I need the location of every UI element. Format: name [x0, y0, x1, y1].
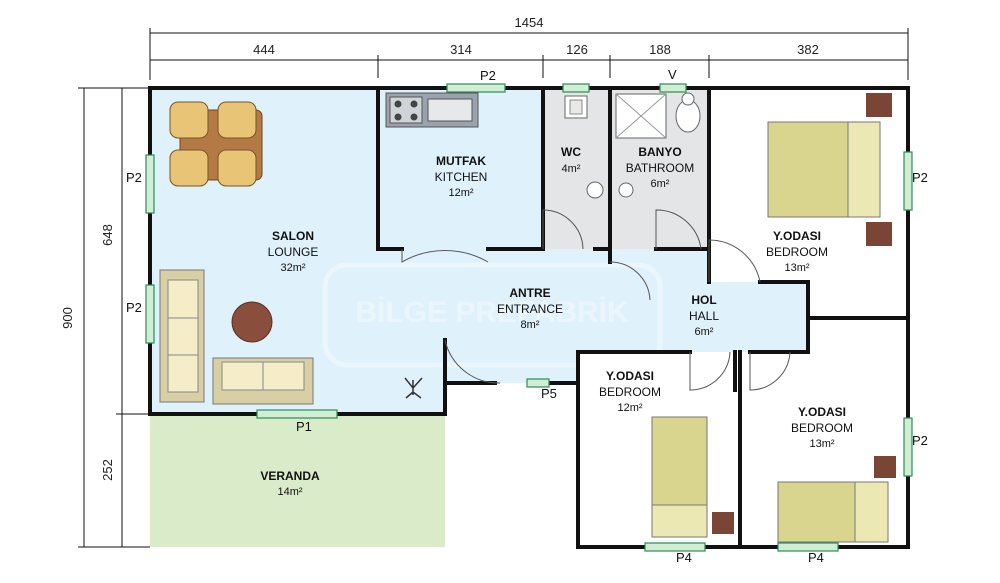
window-p2-kitchen	[446, 83, 506, 93]
door-bedroom3	[749, 351, 791, 391]
toilet-icon	[564, 95, 604, 199]
dim-total-width: 1454	[515, 15, 544, 30]
windows	[145, 83, 913, 552]
opening-labels: P2 V P2 P2 P1 P5 P2 P2 P4 P4	[126, 67, 928, 565]
hall-fill	[610, 249, 808, 352]
wc-name: WC	[561, 145, 581, 159]
door-bedroom1	[708, 239, 761, 283]
veranda-area: 14m²	[277, 486, 302, 498]
label-p5: P5	[541, 386, 557, 401]
entrance-area: 8m²	[521, 319, 540, 331]
window-wc	[562, 83, 590, 93]
hall-area: 6m²	[695, 326, 714, 338]
bathroom-area: 6m²	[651, 178, 670, 190]
window-p2-salon-mid	[145, 284, 155, 344]
label-p2-salon-top: P2	[126, 170, 142, 185]
bathroom-name: BANYO	[638, 145, 681, 159]
dim-segment-4: 188	[649, 42, 671, 57]
dim-total-height: 900	[60, 307, 75, 329]
label-p2-bed1: P2	[912, 170, 928, 185]
bedroom1-sub: BEDROOM	[766, 245, 828, 259]
dining-table-icon	[169, 101, 263, 187]
bedroom3-area: 13m²	[809, 438, 834, 450]
door-kitchen	[401, 249, 489, 263]
single-bed-icon	[651, 416, 734, 538]
entrance-name: ANTRE	[509, 286, 550, 300]
door-wc	[542, 209, 584, 250]
room-labels: SALON LOUNGE 32m² MUTFAK KITCHEN 12m² WC…	[260, 145, 853, 498]
door-hall-1	[609, 261, 651, 301]
furniture	[159, 92, 896, 543]
window-p4-bed3	[777, 542, 839, 552]
kitchen-name: MUTFAK	[436, 154, 486, 168]
bath-toilet-icon	[618, 92, 701, 198]
veranda-fill	[150, 414, 445, 547]
bedroom3-sub: BEDROOM	[791, 421, 853, 435]
entrance-sub: ENTRANCE	[497, 302, 563, 316]
wc-area: 4m²	[562, 163, 581, 175]
dim-height-lower: 252	[100, 459, 115, 481]
shower-icon	[615, 93, 667, 139]
double-bed-icon-2	[777, 456, 896, 543]
salon-name: SALON	[272, 229, 314, 243]
veranda-name: VERANDA	[260, 469, 320, 483]
salon-sub: LOUNGE	[268, 245, 319, 259]
coffee-table-icon	[231, 301, 273, 343]
bedroom2-name: Y.ODASI	[606, 369, 654, 383]
label-p4-bed2: P4	[676, 550, 692, 565]
label-p2-kitchen: P2	[480, 68, 496, 83]
sofa-icon	[159, 269, 205, 403]
dim-segment-2: 314	[450, 42, 472, 57]
bathroom-sub: BATHROOM	[626, 161, 694, 175]
window-p2-bed3	[903, 417, 913, 477]
bedroom2-sub: BEDROOM	[599, 385, 661, 399]
label-p1: P1	[296, 419, 312, 434]
loveseat-icon	[212, 357, 314, 405]
kitchen-area: 12m²	[448, 187, 473, 199]
window-v-bath	[659, 83, 687, 93]
dimension-lines: 1454 444 314 126 188 382 900 648 252	[60, 15, 909, 548]
hall-name: HOL	[691, 293, 716, 307]
bedroom3-name: Y.ODASI	[798, 405, 846, 419]
door-entrance	[444, 339, 501, 384]
window-p1	[256, 409, 338, 419]
kitchen-counter-icon	[385, 92, 479, 128]
dim-segment-5: 382	[797, 42, 819, 57]
door-bedroom2	[689, 351, 731, 391]
window-p4-bed2	[644, 542, 706, 552]
dim-segment-3: 126	[566, 42, 588, 57]
label-p4-bed3: P4	[808, 550, 824, 565]
doors	[401, 209, 791, 391]
bedroom2-area: 12m²	[617, 402, 642, 414]
entrance-fill	[445, 249, 610, 383]
window-p2-salon-top	[145, 154, 155, 214]
hall-sub: HALL	[689, 309, 719, 323]
dim-height-upper: 648	[100, 224, 115, 246]
dim-segment-1: 444	[253, 42, 275, 57]
label-v-bath: V	[668, 67, 677, 82]
door-bath	[655, 209, 702, 250]
double-bed-icon	[767, 93, 892, 246]
watermark-text: BİLGE PREFABRİK	[355, 296, 629, 329]
label-p2-salon-mid: P2	[126, 300, 142, 315]
watermark: BİLGE PREFABRİK	[322, 262, 663, 368]
plant-icon	[404, 377, 423, 399]
kitchen-fill	[378, 88, 543, 249]
kitchen-sub: KITCHEN	[435, 170, 488, 184]
window-p5	[526, 378, 550, 388]
bedroom1-area: 13m²	[784, 262, 809, 274]
window-p2-bed1	[903, 151, 913, 211]
label-p2-bed3: P2	[912, 433, 928, 448]
bedroom1-name: Y.ODASI	[773, 229, 821, 243]
salon-area: 32m²	[280, 262, 305, 274]
